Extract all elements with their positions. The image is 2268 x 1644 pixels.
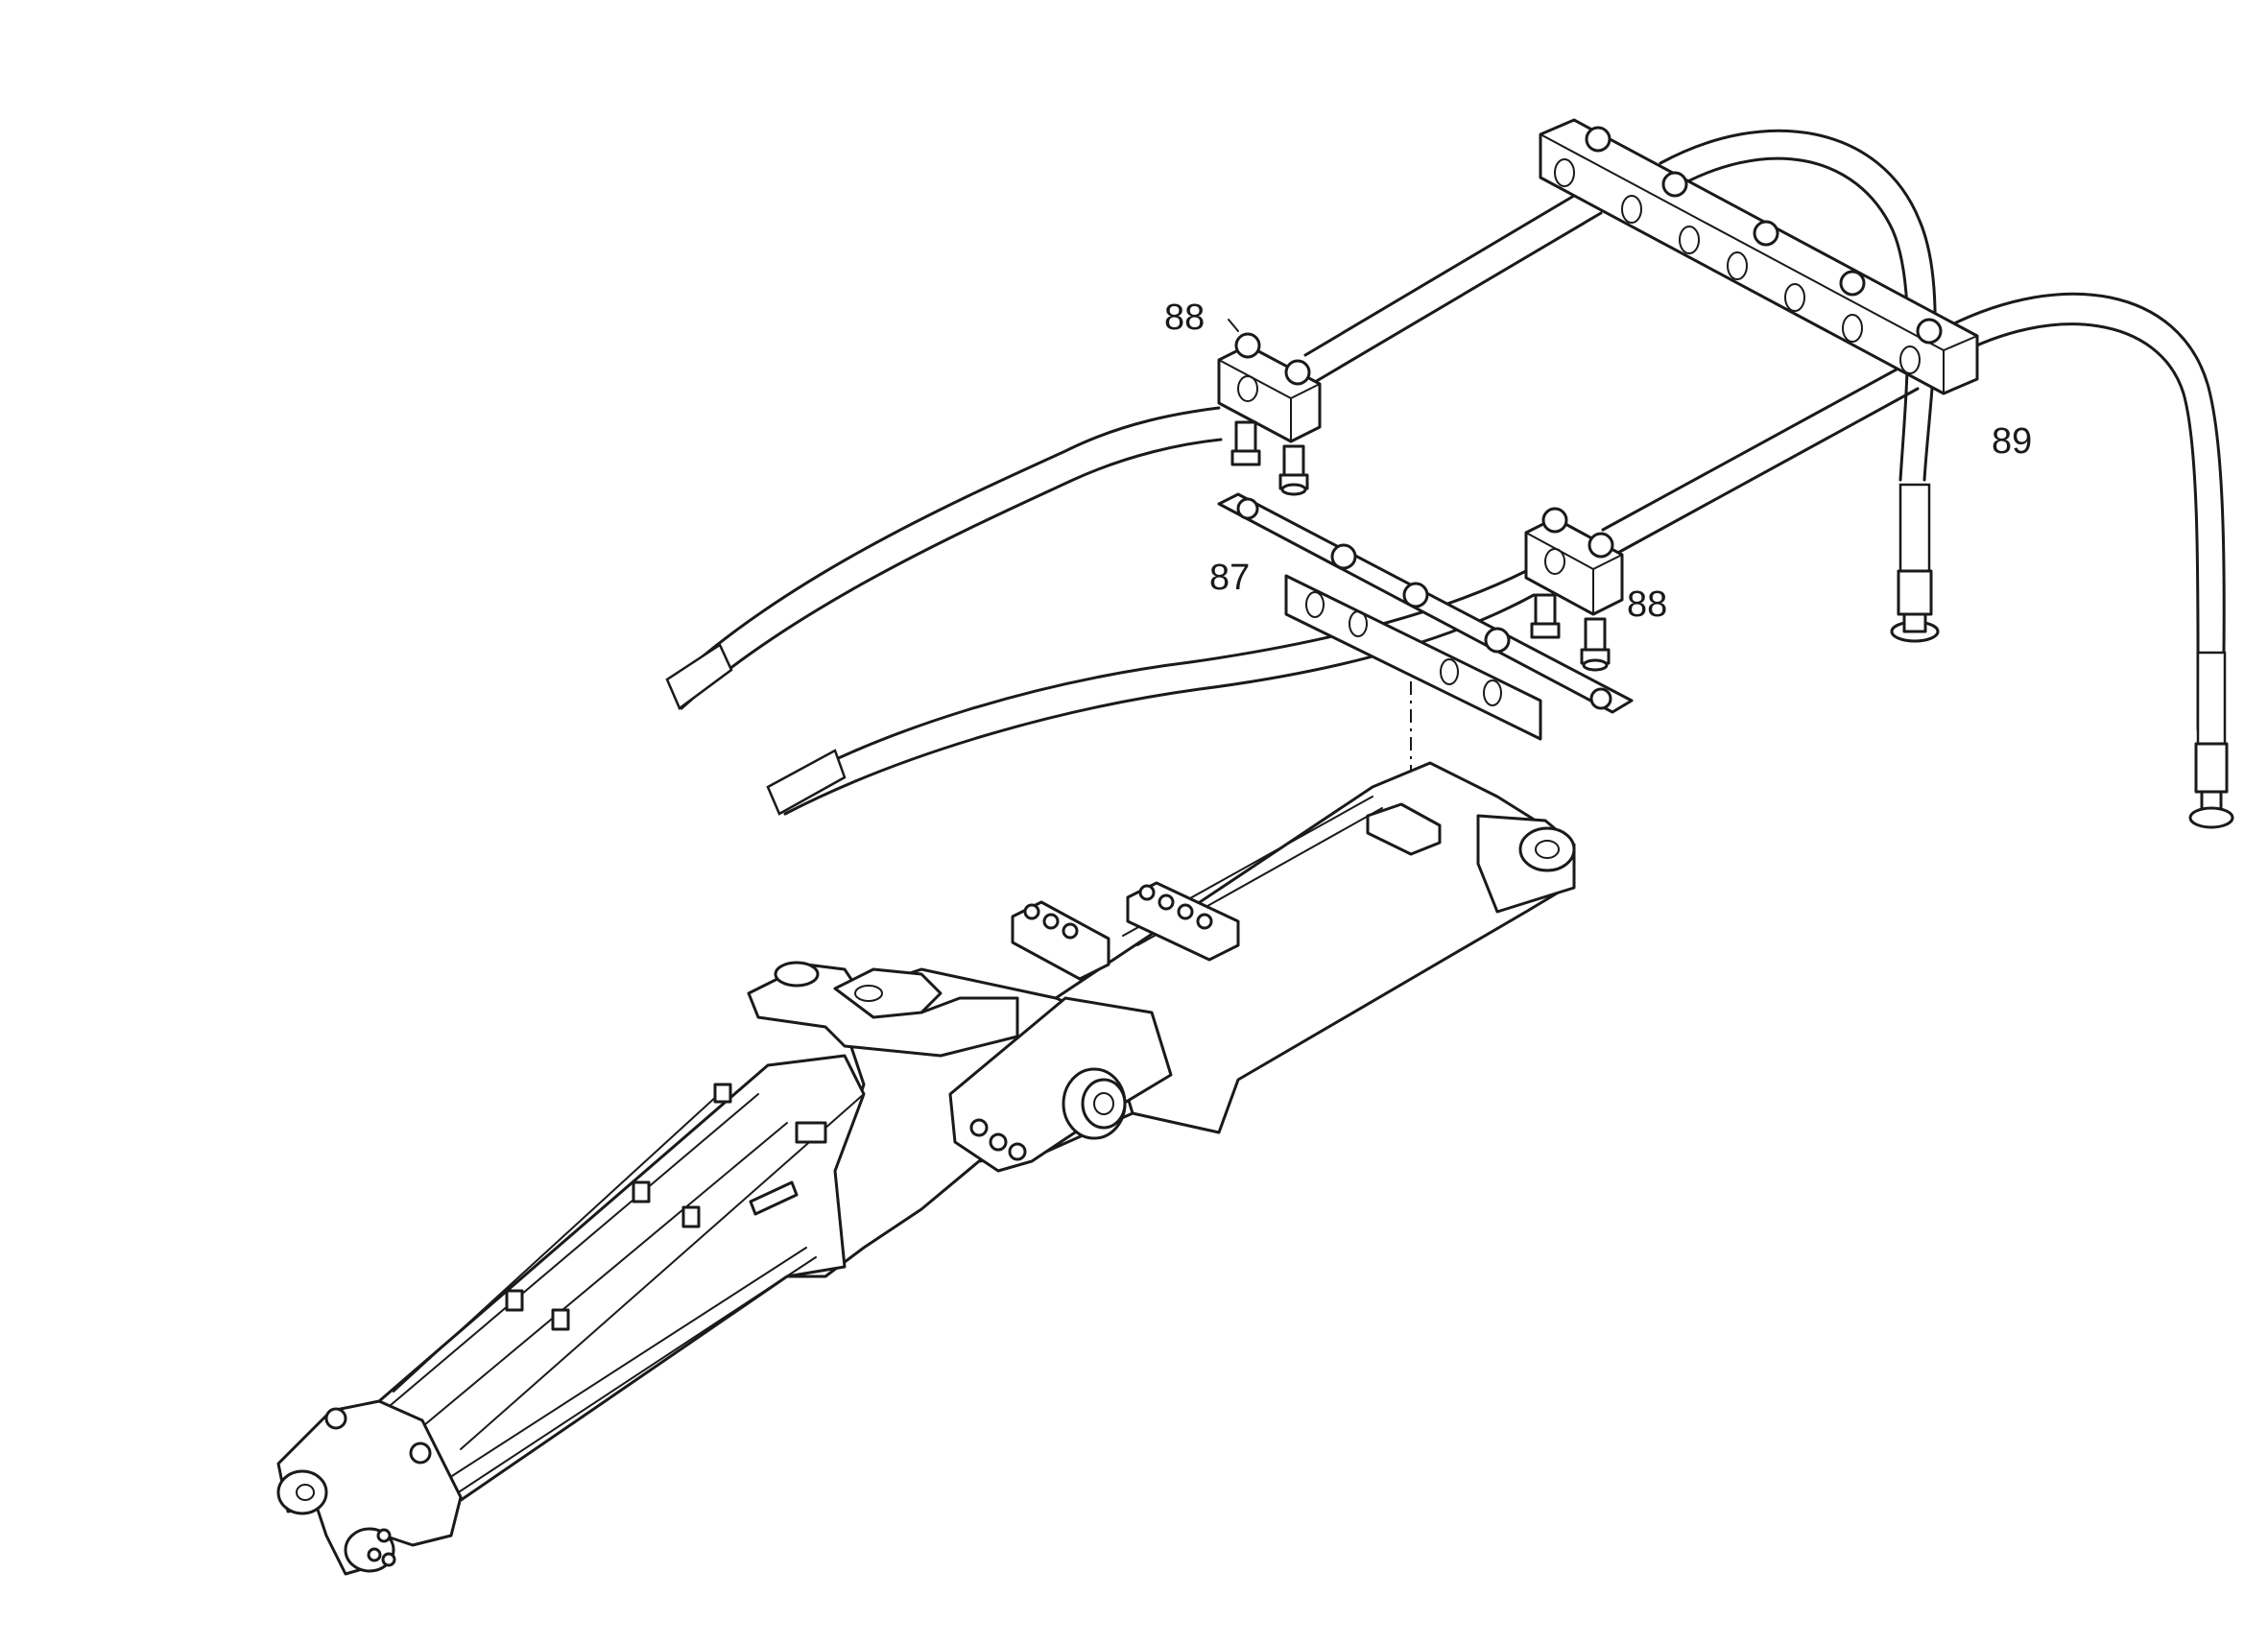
clamp-89-holes [1554,158,1921,374]
clamp-88-mid-fittings [1530,593,1611,672]
boom-manifold-left [1011,900,1110,981]
clamp-plate-87 [1217,492,1634,741]
hose-fitting-center-right [1890,483,1940,643]
arm-label-plate [749,1180,799,1216]
callout-88-top: 88 [1164,298,1205,338]
clamp-block-88-top [1217,332,1322,496]
clamp-88-top-fittings [1230,420,1309,496]
callout-labels: 88 89 87 88 [1164,298,2032,625]
boom-tip-fork [276,1399,463,1576]
clamp-block-88-mid [1524,507,1624,672]
hose-braided-end-left-upper [665,643,733,710]
clamp-87-bolts [1236,497,1612,710]
side-plate-bolts [969,1118,1027,1161]
hose-assembly [665,129,2234,829]
boom-manifold-right [1126,881,1240,962]
boom-arm [276,761,1576,1576]
hose-fitting-far-right [2188,651,2234,829]
callout-88-mid: 88 [1627,584,1667,625]
clamp-bar-89 [1539,118,1979,395]
clamp-89-bolts [1585,126,1943,345]
hose-braided-end-left-lower [766,749,847,816]
arm-hose-clips [505,1083,827,1331]
callout-89: 89 [1992,421,2032,462]
callout-87: 87 [1209,558,1250,598]
clamp-87-holes [1305,591,1502,706]
